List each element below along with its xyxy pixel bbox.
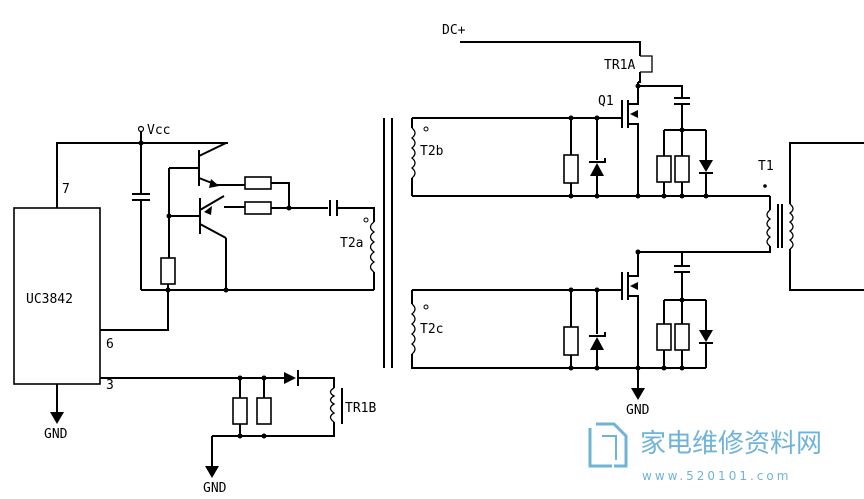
dc-plus-label: DC+	[442, 23, 466, 38]
tr1a-winding: TR1A	[604, 55, 653, 83]
pin-6-label: 6	[106, 337, 114, 352]
watermark-logo: 家电维修资料网 www.520101.com	[588, 422, 822, 483]
coupling-capacitor	[329, 200, 375, 222]
watermark-text: 家电维修资料网	[640, 429, 822, 459]
upper-gate-zener	[589, 118, 606, 196]
lower-driver-transistor	[169, 195, 227, 290]
vcc-label: Vcc	[147, 123, 170, 138]
dc-plus-rail: DC+	[442, 23, 641, 56]
emitter-resistor-lower	[224, 201, 328, 215]
lower-gate-zener	[589, 290, 606, 368]
upper-driver-transistor	[169, 142, 227, 188]
emitter-resistor-upper	[217, 176, 290, 208]
t2b-winding: T2b	[410, 117, 622, 196]
tr1b-winding: TR1B	[329, 387, 376, 424]
q1-mosfet: Q1	[598, 82, 639, 196]
vcc-terminal	[137, 125, 145, 133]
t2a-label: T2a	[340, 236, 363, 251]
ic-ground-symbol: GND	[44, 384, 68, 442]
lower-gate-resistor	[563, 290, 579, 368]
upper-gate-resistor	[563, 118, 579, 196]
t1-transformer: T1	[638, 142, 864, 291]
upper-snubber	[638, 85, 713, 196]
base-resistor	[100, 257, 176, 331]
lower-snubber	[638, 251, 713, 369]
t1-label: T1	[758, 159, 774, 174]
tr1b-label: TR1B	[345, 401, 376, 416]
power-gnd-label: GND	[626, 403, 650, 418]
uc3842-chip: UC3842 7 6 3	[13, 182, 114, 393]
sense-ground-symbol: GND	[203, 466, 227, 496]
t2c-winding: T2c	[410, 289, 640, 369]
t2-core	[383, 118, 393, 368]
ic-gnd-label: GND	[44, 427, 68, 442]
decoupling-capacitor	[132, 143, 150, 290]
t2c-label: T2c	[420, 322, 443, 337]
power-ground-symbol: GND	[626, 388, 650, 418]
pin-3-label: 3	[106, 378, 114, 393]
pin-7-label: 7	[62, 182, 70, 197]
t2a-winding: T2a	[340, 217, 376, 290]
sense-gnd-label: GND	[203, 481, 227, 496]
q2-mosfet	[621, 252, 639, 388]
t2b-label: T2b	[420, 144, 444, 159]
tr1a-label: TR1A	[604, 58, 635, 73]
watermark-url: www.520101.com	[642, 469, 791, 483]
current-sense-network	[100, 370, 335, 466]
q1-label: Q1	[598, 94, 614, 109]
ic-label: UC3842	[26, 292, 73, 307]
vcc-rail	[56, 142, 228, 208]
